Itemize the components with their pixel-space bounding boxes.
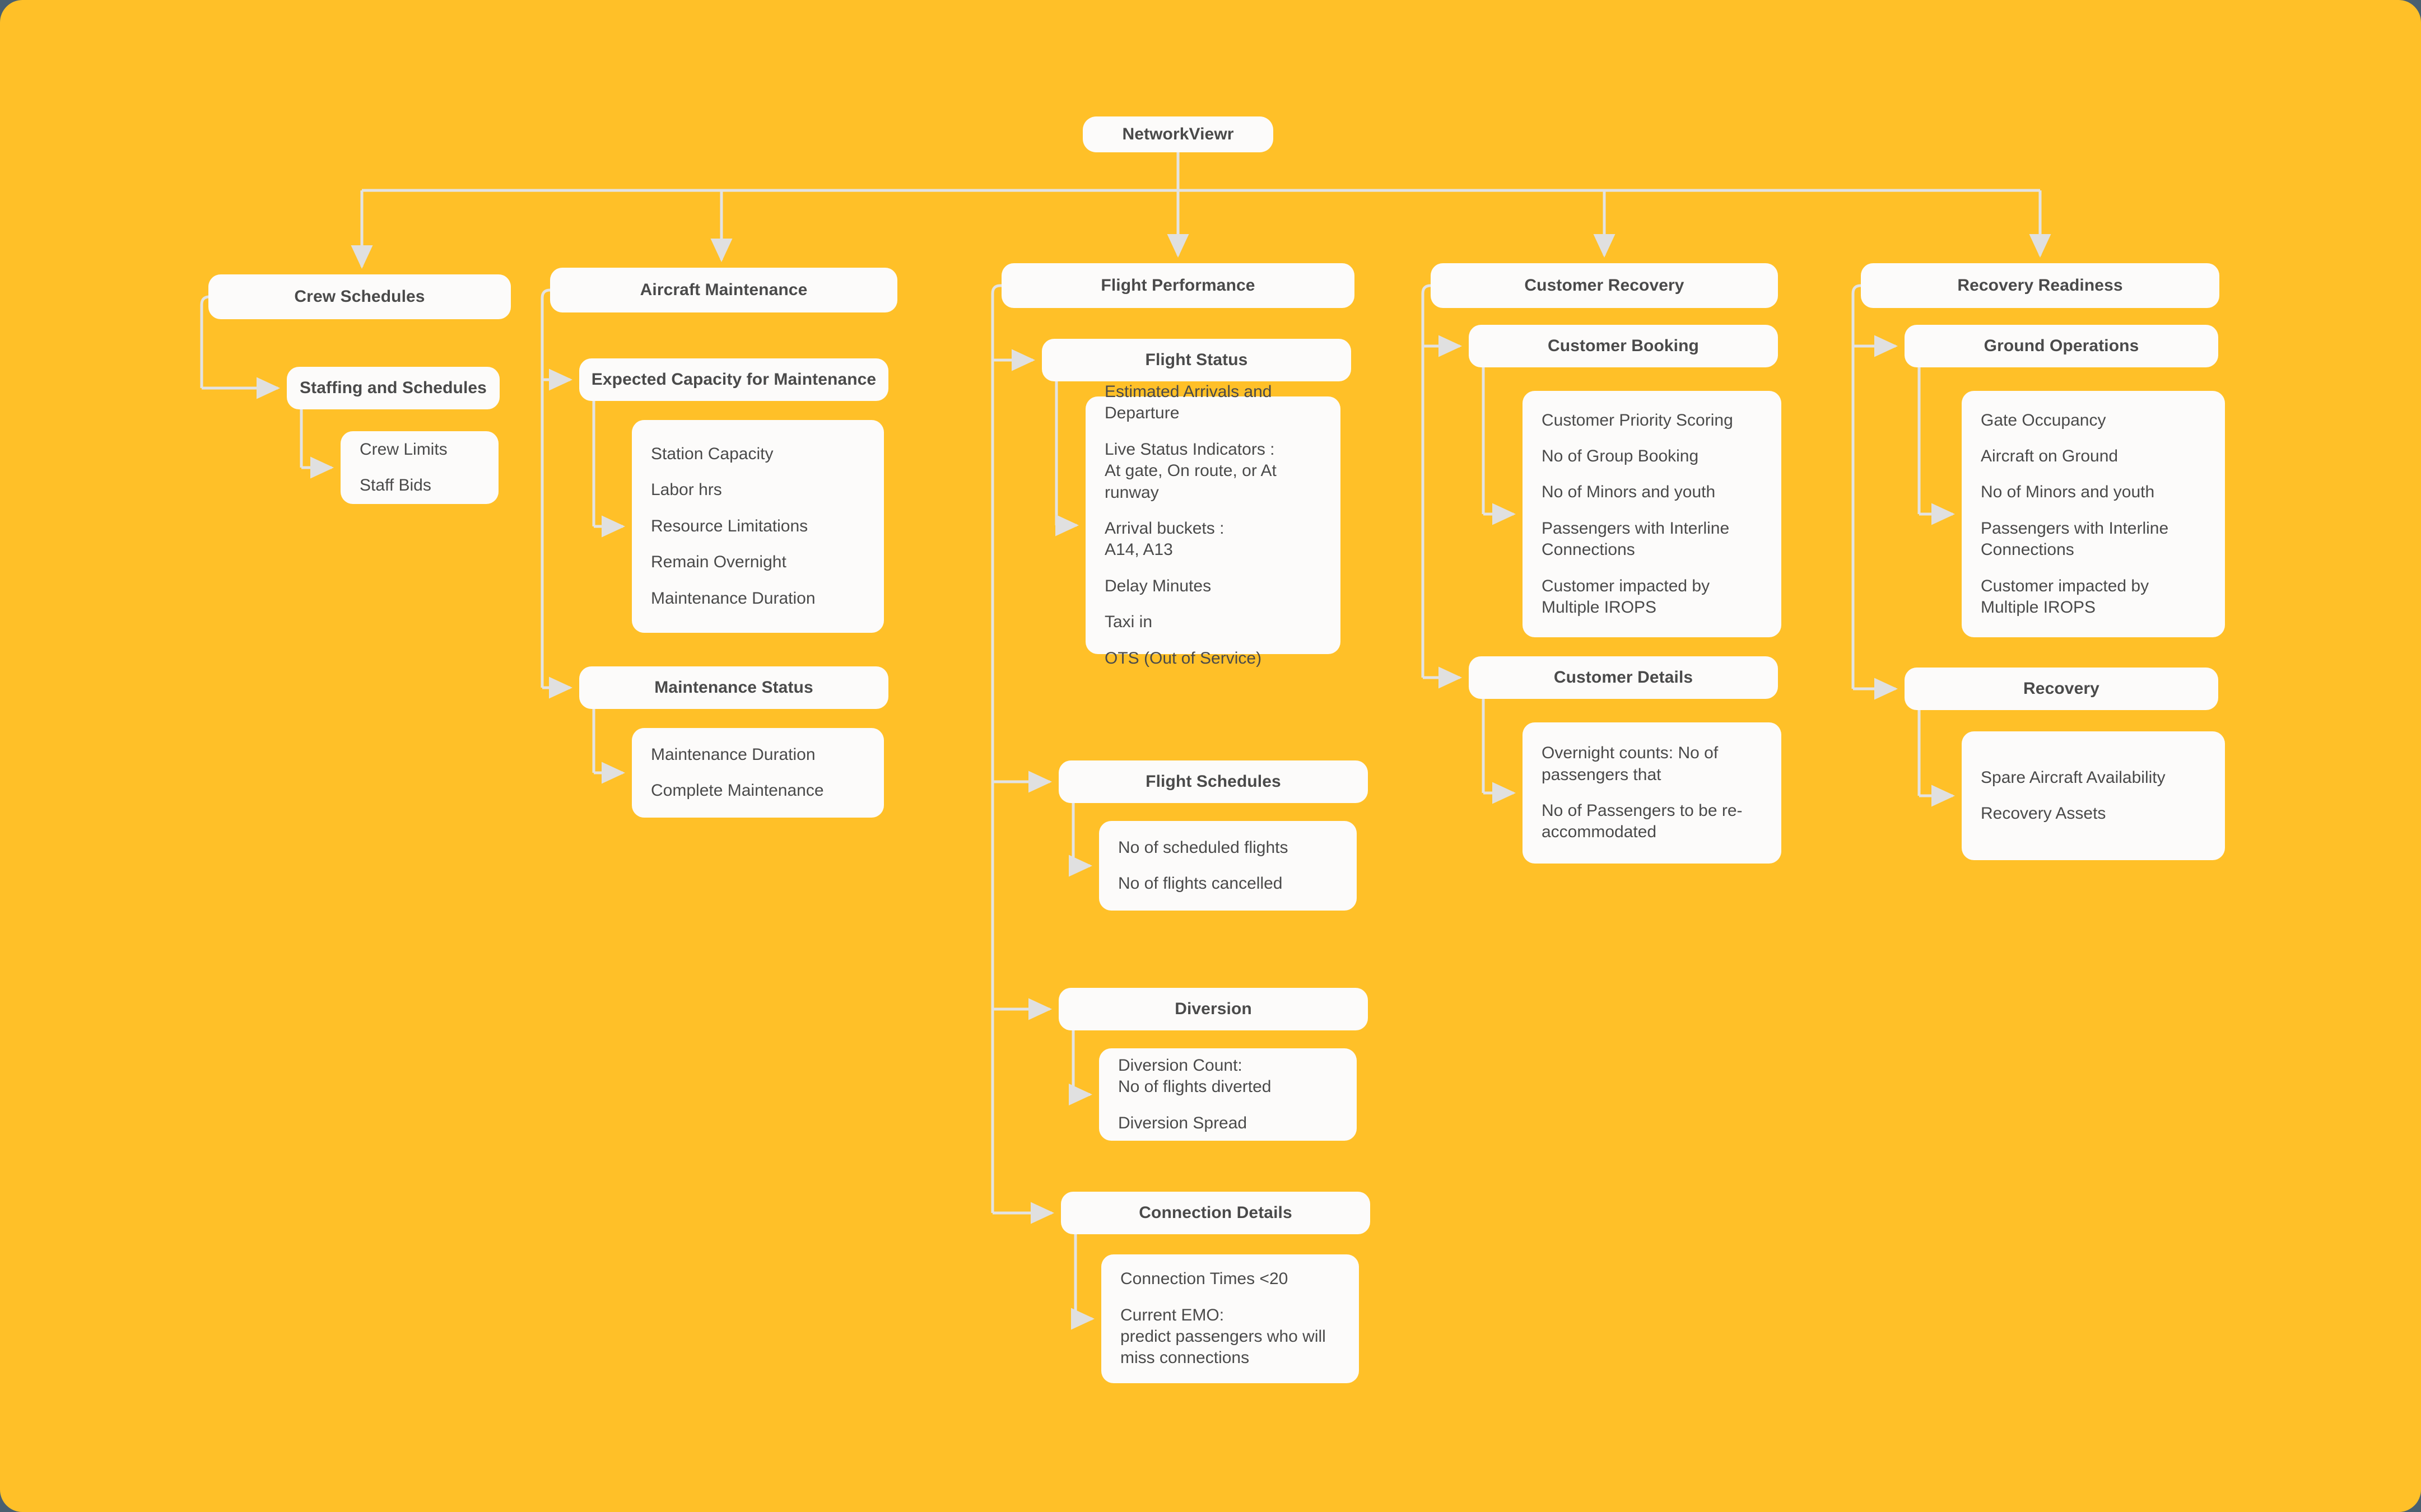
detail-item: Remain Overnight bbox=[651, 553, 786, 572]
branch-node-recovery-readiness[interactable]: Recovery Readiness bbox=[1861, 263, 2219, 308]
detail-item: Customer impacted by Multiple IROPS bbox=[1981, 576, 2149, 617]
branch-node-aircraft-maintenance[interactable]: Aircraft Maintenance bbox=[550, 268, 897, 312]
detail-item: No of flights cancelled bbox=[1118, 874, 1283, 893]
subnode-header-recovery[interactable]: Recovery bbox=[1905, 668, 2218, 710]
detail-item: Maintenance Duration bbox=[651, 745, 816, 764]
detail-item: Passengers with Interline Connections bbox=[1981, 519, 2169, 559]
detail-item: Current EMO: predict passengers who will… bbox=[1120, 1305, 1326, 1368]
detail-item: Customer impacted by Multiple IROPS bbox=[1542, 576, 1710, 617]
detail-item: Arrival buckets : A14, A13 bbox=[1105, 519, 1225, 559]
subnode-header-maintenance-status[interactable]: Maintenance Status bbox=[579, 666, 888, 709]
subnode-header-ground-operations[interactable]: Ground Operations bbox=[1905, 325, 2218, 367]
subnode-header-connection-details[interactable]: Connection Details bbox=[1061, 1192, 1370, 1234]
subnode-header-staffing-and-schedules[interactable]: Staffing and Schedules bbox=[287, 367, 500, 409]
branch-node-customer-recovery[interactable]: Customer Recovery bbox=[1431, 263, 1778, 308]
subnode-header-flight-schedules[interactable]: Flight Schedules bbox=[1059, 760, 1368, 803]
detail-item: Maintenance Duration bbox=[651, 589, 816, 608]
detail-item: Live Status Indicators : At gate, On rou… bbox=[1105, 440, 1277, 502]
detail-item: Connection Times <20 bbox=[1120, 1270, 1288, 1289]
detail-item: Resource Limitations bbox=[651, 516, 808, 535]
detail-item: Staff Bids bbox=[360, 476, 431, 494]
detail-item: Passengers with Interline Connections bbox=[1542, 519, 1730, 559]
detail-item: Gate Occupancy bbox=[1981, 410, 2106, 430]
detail-item: Overnight counts: No of passengers that bbox=[1542, 744, 1719, 784]
detail-item: Recovery Assets bbox=[1981, 804, 2106, 823]
detail-item: Station Capacity bbox=[651, 445, 774, 464]
detail-item: Diversion Spread bbox=[1118, 1113, 1247, 1132]
subnode-header-flight-status[interactable]: Flight Status bbox=[1042, 339, 1351, 381]
subnode-header-customer-details[interactable]: Customer Details bbox=[1469, 656, 1778, 699]
detail-item: No of Minors and youth bbox=[1542, 483, 1716, 502]
detail-item: Labor hrs bbox=[651, 480, 722, 500]
subnode-header-expected-capacity-for-maintenance[interactable]: Expected Capacity for Maintenance bbox=[579, 358, 888, 401]
subnode-details-flight-schedules: No of scheduled flights No of flights can… bbox=[1099, 821, 1357, 911]
detail-item: OTS (Out of Service) bbox=[1105, 648, 1262, 668]
detail-item: Complete Maintenance bbox=[651, 781, 824, 800]
subnode-details-customer-booking: Customer Priority Scoring No of Group Boo… bbox=[1523, 391, 1781, 637]
detail-item: No of Passengers to be re- accommodated bbox=[1542, 801, 1743, 842]
subnode-header-diversion[interactable]: Diversion bbox=[1059, 988, 1368, 1030]
detail-item: Taxi in bbox=[1105, 613, 1153, 632]
detail-item: No of Group Booking bbox=[1542, 447, 1699, 466]
branch-node-flight-performance[interactable]: Flight Performance bbox=[1002, 263, 1354, 308]
detail-item: Estimated Arrivals and Departure bbox=[1105, 382, 1272, 423]
detail-item: No of scheduled flights bbox=[1118, 838, 1288, 857]
branch-node-crew-schedules[interactable]: Crew Schedules bbox=[208, 274, 511, 319]
detail-item: No of Minors and youth bbox=[1981, 483, 2155, 502]
detail-item: Aircraft on Ground bbox=[1981, 447, 2119, 466]
detail-item: Spare Aircraft Availability bbox=[1981, 768, 2166, 787]
subnode-header-customer-booking[interactable]: Customer Booking bbox=[1469, 325, 1778, 367]
detail-item: Crew Limits bbox=[360, 440, 448, 459]
detail-item: Customer Priority Scoring bbox=[1542, 410, 1733, 430]
detail-item: Delay Minutes bbox=[1105, 576, 1212, 595]
detail-item: Diversion Count: No of flights diverted bbox=[1118, 1056, 1272, 1096]
root-node-networkviewr[interactable]: NetworkViewr bbox=[1083, 116, 1273, 152]
